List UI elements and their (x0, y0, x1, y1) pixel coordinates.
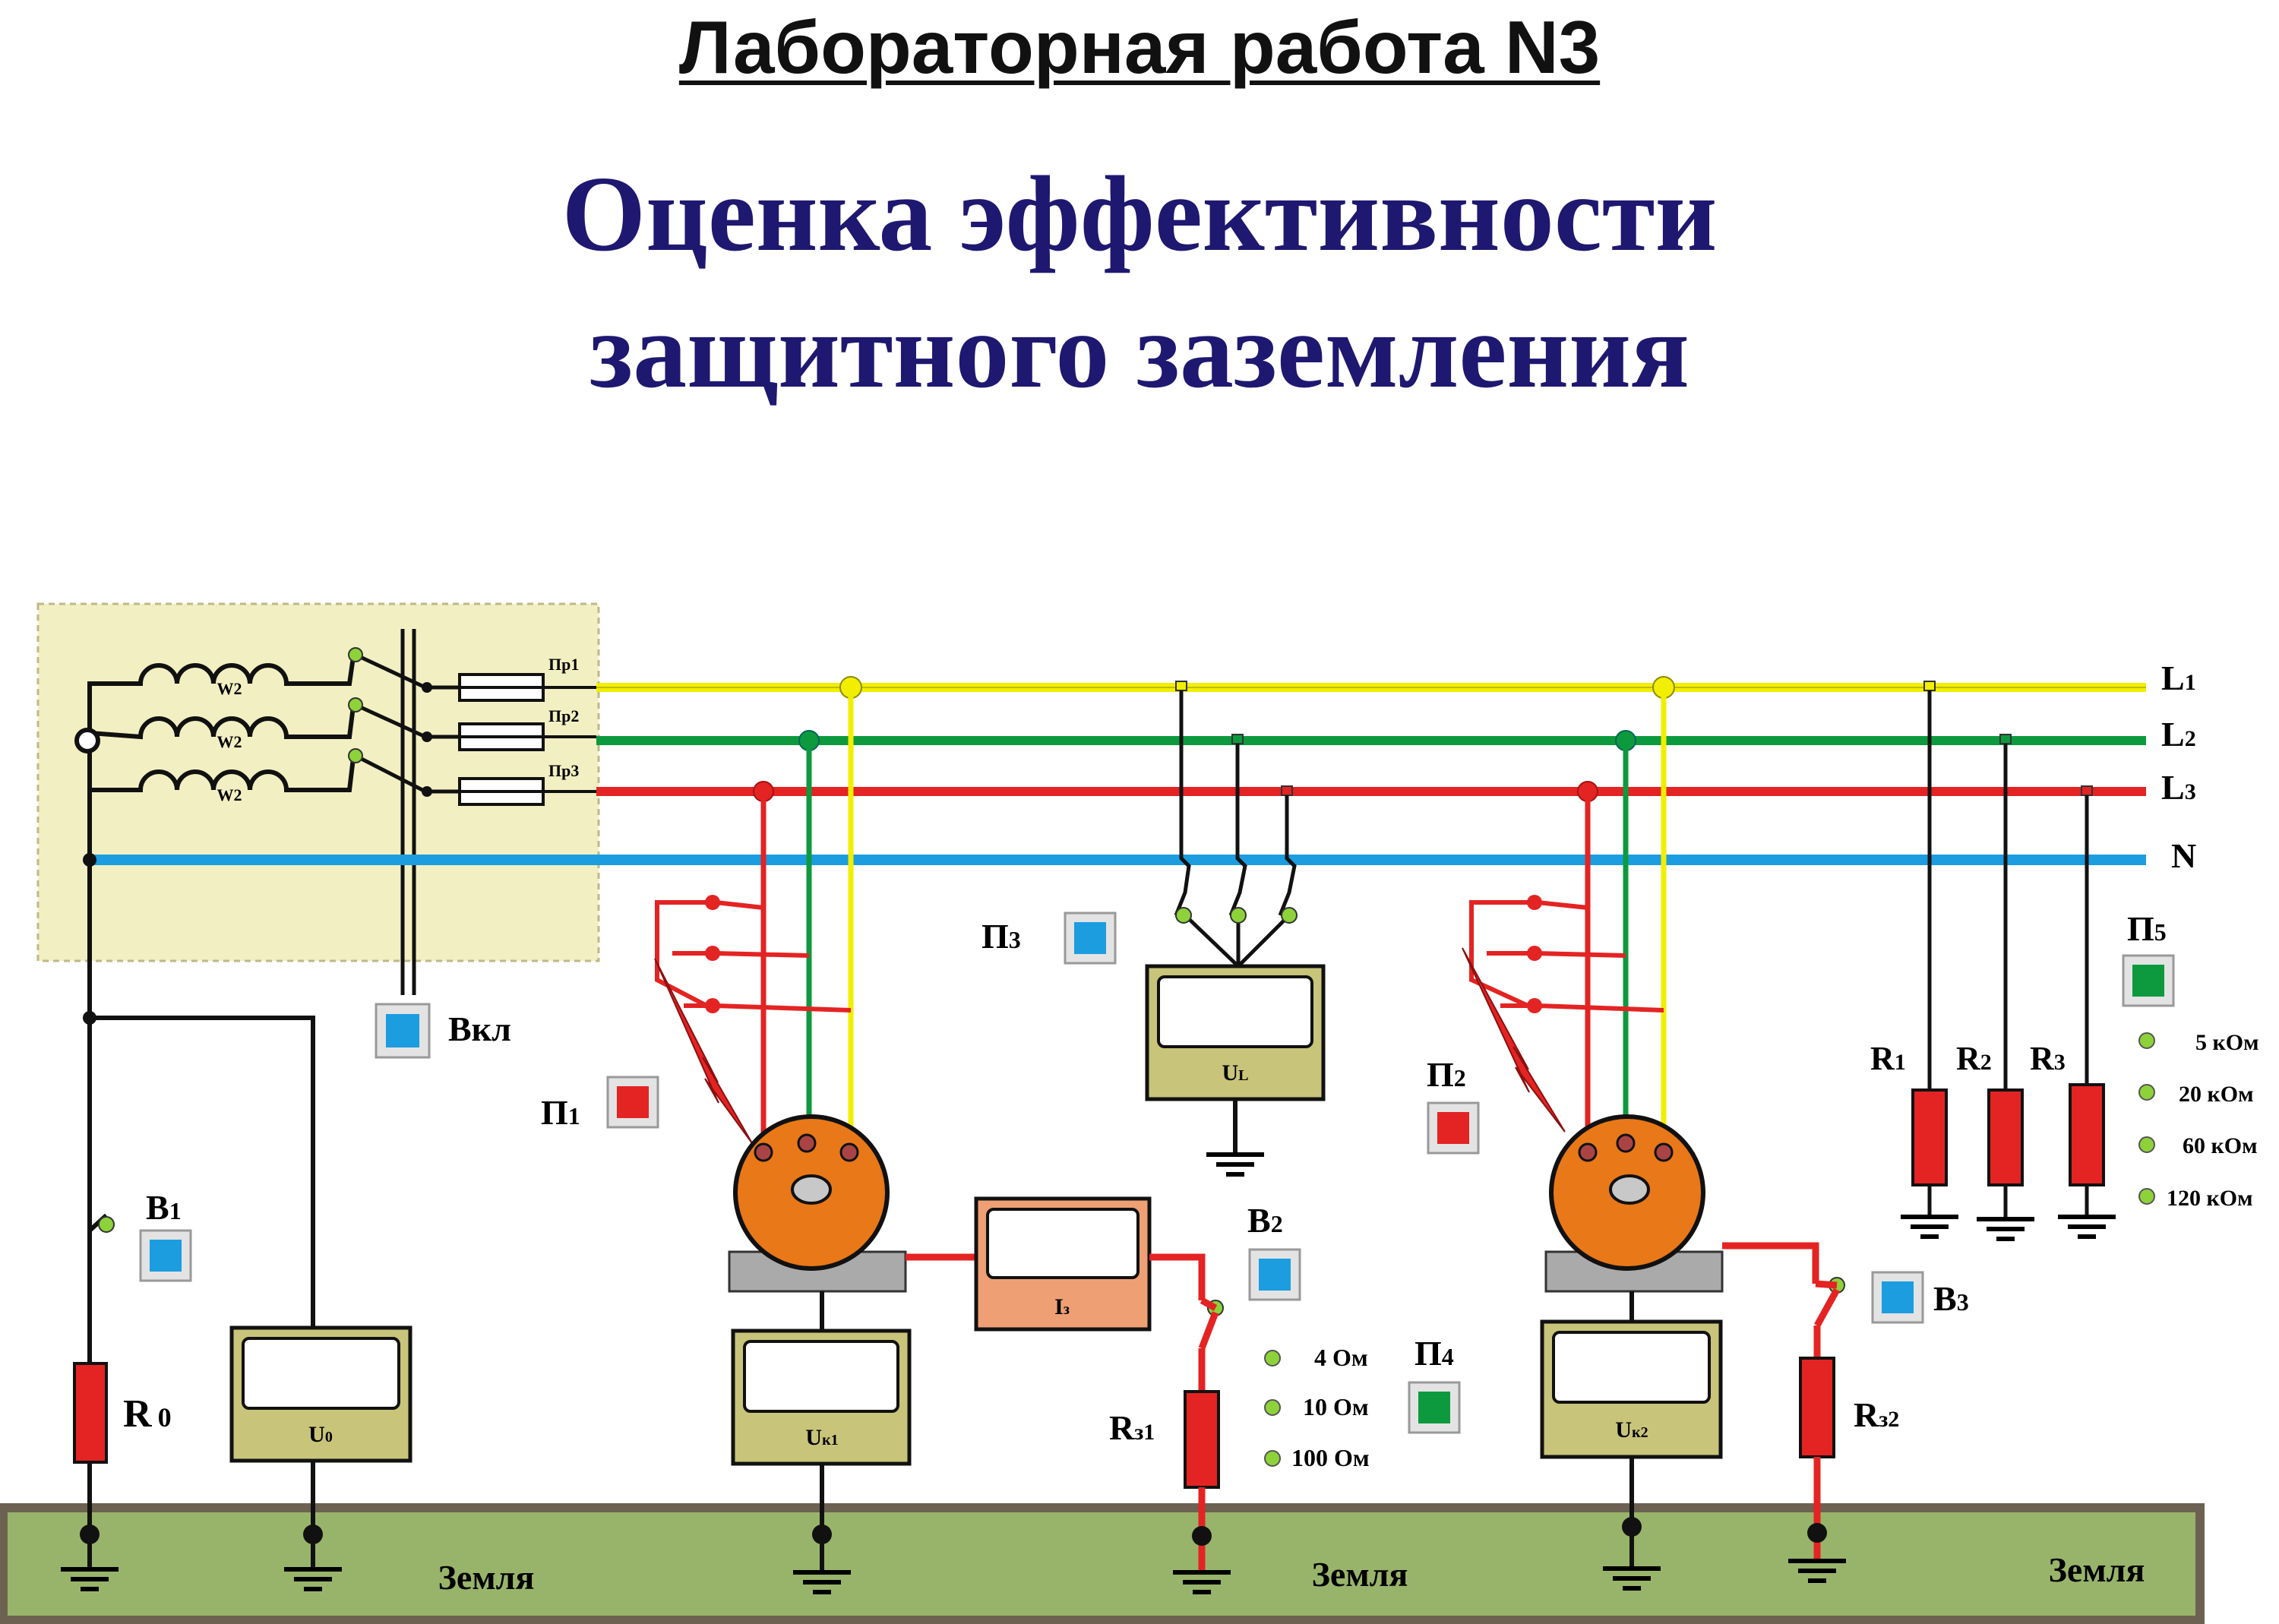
rz1-label: Rз1 (1109, 1408, 1155, 1447)
resistor-r0 (73, 1362, 108, 1464)
fuse-label-1: Пр1 (548, 655, 579, 674)
p5-button[interactable] (2122, 954, 2175, 1007)
resistor-r2 (1987, 1088, 2024, 1186)
ground-label-1: Земля (438, 1558, 535, 1597)
r-options[interactable] (2138, 1032, 2155, 1205)
p5-label: П5 (2127, 909, 2167, 948)
fuses (458, 673, 596, 806)
r-option-1: 5 кОм (2195, 1030, 2259, 1055)
winding-label-3: W2 (217, 785, 242, 804)
b1-label: B1 (146, 1188, 182, 1227)
fault-switches-2[interactable] (1469, 900, 1664, 1013)
r-option-3: 60 кОм (2183, 1133, 2258, 1158)
bus-l3-label: L3 (2161, 768, 2196, 807)
fuse-label-3: Пр3 (548, 761, 579, 780)
meter-iz-label: Iз (1054, 1294, 1070, 1319)
meter-u0-label: U0 (308, 1422, 333, 1447)
r1-label: R1 (1870, 1040, 1906, 1077)
rz2-label: Rз2 (1854, 1395, 1899, 1434)
r3-label: R3 (2030, 1040, 2066, 1077)
main-title-line1: Оценка эффективности (561, 153, 1718, 273)
r-option-4: 120 кОм (2167, 1186, 2253, 1211)
b3-label: B3 (1933, 1279, 1969, 1318)
resistor-r3 (2069, 1083, 2105, 1186)
bus-l2-label: L2 (2161, 715, 2196, 754)
bus-l1-label: L1 (2161, 659, 2196, 697)
b2-label: B2 (1247, 1201, 1283, 1240)
neutral-point (74, 728, 100, 754)
ground-label-2: Земля (1312, 1555, 1408, 1594)
meter-uk1-label: Uк1 (805, 1425, 838, 1450)
r2-label: R2 (1956, 1040, 1992, 1077)
p1-label: П1 (541, 1093, 580, 1132)
winding-label-1: W2 (217, 679, 242, 698)
ground-strip (0, 1503, 2205, 1624)
meter-uk2-label: Uк2 (1615, 1417, 1648, 1442)
vkl-label: Вкл (448, 1009, 511, 1048)
resistor-rz2 (1799, 1357, 1835, 1458)
p4-label: П4 (1414, 1334, 1454, 1373)
winding-label-2: W2 (217, 732, 242, 751)
r-option-2: 20 кОм (2179, 1082, 2254, 1107)
fault-switches-1[interactable] (655, 900, 852, 1013)
main-title-line2: защитного заземления (590, 290, 1689, 410)
rz-option-3: 100 Ом (1291, 1444, 1370, 1471)
fuse-label-2: Пр2 (548, 706, 579, 725)
rz-option-2: 10 Ом (1303, 1393, 1369, 1420)
resistor-rz1 (1184, 1390, 1220, 1489)
lab-title-text: Лабораторная работа N3 (678, 5, 1601, 89)
meter-ul-label: UL (1222, 1060, 1248, 1085)
p2-label: П2 (1427, 1055, 1466, 1094)
b3-switch[interactable] (1814, 1288, 1840, 1328)
ground-label-3: Земля (2049, 1550, 2145, 1589)
lab-title: Лабораторная работа N3 (0, 5, 2279, 90)
b2-switch[interactable] (1198, 1311, 1219, 1350)
fault-lightning-1 (654, 958, 753, 1144)
bus-n-label: N (2171, 836, 2196, 875)
ul-taps (1175, 681, 1293, 796)
rz-option-1: 4 Ом (1314, 1344, 1368, 1371)
fault-lightning-2 (1462, 947, 1566, 1133)
p3-label: П3 (981, 917, 1021, 956)
rz-options[interactable] (1264, 1350, 1281, 1467)
resistor-r1 (1911, 1088, 1948, 1186)
